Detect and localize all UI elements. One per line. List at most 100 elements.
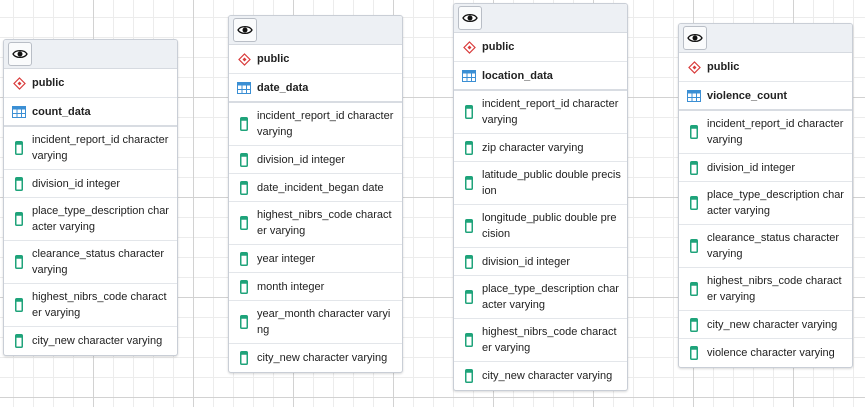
column-row[interactable]: division_id integer — [679, 154, 852, 182]
column-row[interactable]: place_type_description character varying — [679, 182, 852, 225]
table-title-row[interactable]: violence_count — [679, 82, 852, 111]
table-name: count_data — [32, 105, 91, 118]
column-icon — [690, 317, 698, 332]
eye-icon — [687, 33, 703, 43]
column-label: zip character varying — [482, 141, 584, 154]
column-icon — [240, 216, 248, 230]
column-icon — [465, 176, 473, 190]
column-row[interactable]: latitude_public double precision — [454, 162, 627, 205]
column-row[interactable]: highest_nibrs_code character varying — [454, 319, 627, 362]
schema-name: public — [32, 77, 65, 89]
column-row[interactable]: incident_report_id character varying — [679, 111, 852, 154]
column-label: city_new character varying — [32, 335, 163, 347]
column-label: division_id integer — [707, 161, 796, 174]
table-name: date_data — [257, 81, 309, 94]
column-icon — [690, 346, 698, 360]
column-icon — [15, 141, 23, 155]
column-icon — [15, 298, 23, 312]
column-row[interactable]: division_id integer — [454, 248, 627, 276]
column-label: city_new character varying — [482, 370, 613, 382]
table-title-row[interactable]: date_data — [229, 74, 402, 103]
column-label: latitude_public double precision — [482, 169, 621, 197]
column-label: violence character varying — [707, 347, 835, 359]
column-label: place_type_description character varying — [32, 205, 169, 233]
table-node-location-data[interactable]: public location_data incident_report_id … — [453, 3, 628, 391]
column-label: highest_nibrs_code character varying — [257, 209, 392, 237]
column-label: division_id integer — [482, 255, 571, 268]
column-label: highest_nibrs_code character varying — [707, 275, 842, 303]
table-node-date-data[interactable]: public date_data incident_report_id char… — [228, 15, 403, 373]
column-label: place_type_description character varying — [707, 189, 844, 217]
table-icon — [687, 89, 701, 102]
node-header — [679, 24, 852, 53]
table-icon — [12, 105, 26, 118]
toggle-visibility-button[interactable] — [458, 6, 482, 30]
table-icon — [462, 69, 476, 82]
schema-icon — [687, 60, 701, 74]
column-label: highest_nibrs_code character varying — [32, 291, 167, 319]
node-header — [229, 16, 402, 45]
column-icon — [240, 117, 248, 131]
column-row[interactable]: incident_report_id character varying — [4, 127, 177, 170]
node-header — [454, 4, 627, 33]
column-icon — [465, 140, 473, 155]
column-row[interactable]: city_new character varying — [4, 327, 177, 355]
column-row[interactable]: division_id integer — [4, 170, 177, 198]
column-label: year integer — [257, 252, 316, 265]
column-row[interactable]: place_type_description character varying — [454, 276, 627, 319]
column-icon — [465, 333, 473, 347]
toggle-visibility-button[interactable] — [8, 42, 32, 66]
schema-icon — [237, 52, 251, 66]
column-row[interactable]: year_month character varying — [229, 301, 402, 344]
column-icon — [690, 196, 698, 210]
column-row[interactable]: longitude_public double precision — [454, 205, 627, 248]
column-row[interactable]: place_type_description character varying — [4, 198, 177, 241]
column-icon — [465, 105, 473, 119]
schema-icon — [462, 40, 476, 54]
toggle-visibility-button[interactable] — [683, 26, 707, 50]
column-label: longitude_public double precision — [482, 212, 617, 240]
table-node-violence-count[interactable]: public violence_count incident_report_id… — [678, 23, 853, 368]
column-icon — [15, 212, 23, 226]
column-icon — [240, 351, 248, 365]
column-row[interactable]: year integer — [229, 245, 402, 273]
column-label: city_new character varying — [257, 352, 388, 364]
column-label: incident_report_id character varying — [32, 134, 169, 162]
column-label: division_id integer — [257, 153, 346, 166]
column-row[interactable]: date_incident_began date — [229, 174, 402, 202]
column-label: month integer — [257, 280, 325, 293]
column-label: incident_report_id character varying — [257, 110, 394, 138]
column-icon — [15, 176, 23, 191]
column-row[interactable]: clearance_status character varying — [679, 225, 852, 268]
column-row[interactable]: highest_nibrs_code character varying — [679, 268, 852, 311]
column-row[interactable]: highest_nibrs_code character varying — [4, 284, 177, 327]
column-icon — [240, 279, 248, 294]
column-row[interactable]: city_new character varying — [229, 344, 402, 372]
table-node-count-data[interactable]: public count_data incident_report_id cha… — [3, 39, 178, 356]
column-label: clearance_status character varying — [32, 248, 165, 276]
column-icon — [240, 251, 248, 266]
column-row[interactable]: division_id integer — [229, 146, 402, 174]
toggle-visibility-button[interactable] — [233, 18, 257, 42]
column-label: incident_report_id character varying — [707, 118, 844, 146]
table-title-row[interactable]: location_data — [454, 62, 627, 91]
column-row[interactable]: clearance_status character varying — [4, 241, 177, 284]
column-icon — [240, 315, 248, 329]
schema-name: public — [257, 53, 290, 65]
column-row[interactable]: incident_report_id character varying — [229, 103, 402, 146]
eye-icon — [12, 49, 28, 59]
node-header — [4, 40, 177, 69]
table-title-row[interactable]: count_data — [4, 98, 177, 127]
column-row[interactable]: zip character varying — [454, 134, 627, 162]
column-row[interactable]: month integer — [229, 273, 402, 301]
column-icon — [465, 369, 473, 383]
table-icon — [237, 81, 251, 94]
column-row[interactable]: city_new character varying — [454, 362, 627, 390]
column-icon — [15, 334, 23, 348]
column-row[interactable]: incident_report_id character varying — [454, 91, 627, 134]
column-row[interactable]: violence character varying — [679, 339, 852, 367]
column-row[interactable]: city_new character varying — [679, 311, 852, 339]
column-row[interactable]: highest_nibrs_code character varying — [229, 202, 402, 245]
schema-icon — [12, 76, 26, 90]
column-label: place_type_description character varying — [482, 283, 619, 311]
